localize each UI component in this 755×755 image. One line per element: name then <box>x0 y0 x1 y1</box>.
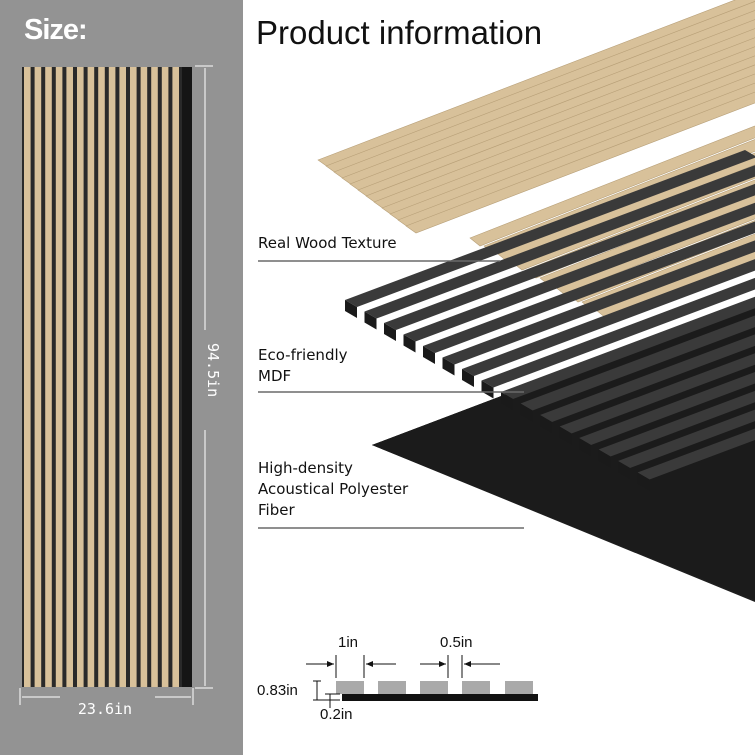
mdf-slat-end <box>345 300 357 318</box>
wood-strip <box>381 64 755 216</box>
front-slat <box>77 67 84 687</box>
front-slat <box>66 67 73 687</box>
panel-front-view <box>22 67 192 687</box>
mdf-layer <box>345 150 755 491</box>
wood-strip <box>317 0 755 168</box>
mdf-slat-top <box>540 334 755 422</box>
base-thickness-label: 0.2in <box>320 706 353 723</box>
mdf-slat-end <box>579 438 591 456</box>
mdf-slat-top <box>423 221 755 353</box>
front-slat <box>130 67 137 687</box>
front-slat <box>151 67 158 687</box>
wood-strip-lower <box>469 125 755 247</box>
front-slat <box>140 67 148 687</box>
mdf-slat-end <box>598 449 611 468</box>
mdf-slat-end <box>384 323 396 341</box>
wood-strip <box>397 82 755 228</box>
front-slat <box>34 67 42 687</box>
polyester-fiber-label: High-density Acoustical Polyester Fiber <box>258 458 408 521</box>
wood-strip <box>357 37 755 198</box>
mdf-slat-end <box>481 380 494 399</box>
mdf-slat-top <box>481 277 755 388</box>
mdf-slat-top <box>403 202 755 342</box>
mdf-slat-end <box>442 357 455 376</box>
cross-section-diagram <box>306 655 538 708</box>
leader-lines <box>258 260 524 529</box>
mdf-slat-top <box>579 372 755 445</box>
slat-width-label: 1in <box>338 634 359 651</box>
wood-strip <box>405 91 755 234</box>
mdf-slat-top <box>462 259 755 376</box>
mdf-slat-top <box>345 150 755 307</box>
mdf-slat-top <box>637 428 755 480</box>
mdf-slat-end <box>540 415 552 433</box>
wood-strip <box>325 1 755 174</box>
front-slat <box>45 67 52 687</box>
front-slat <box>24 67 31 687</box>
wood-strip <box>365 46 755 204</box>
front-slat <box>55 67 63 687</box>
front-slat <box>87 67 95 687</box>
panel-width-label: 23.6in <box>77 700 133 718</box>
eco-friendly-mdf-label: Eco-friendly MDF <box>258 345 348 387</box>
mdf-label-line1: Eco-friendly <box>258 346 348 364</box>
front-slat <box>108 67 116 687</box>
wood-strip <box>341 19 755 186</box>
panel-height-label: 94.5in <box>204 343 222 398</box>
real-wood-texture-text: Real Wood Texture <box>258 234 397 252</box>
mdf-slat-top <box>559 353 755 434</box>
product-information-title: Product information <box>256 14 543 51</box>
gap-width-label: 0.5in <box>440 634 473 651</box>
size-title: Size: <box>24 14 88 46</box>
mdf-slat-top <box>501 296 755 399</box>
front-slat <box>98 67 105 687</box>
dimension-lines <box>19 65 213 705</box>
mdf-slat-end <box>520 403 533 422</box>
fiber-label-line1: High-density <box>258 459 353 477</box>
panel-slats <box>24 67 179 687</box>
mdf-slat-end <box>364 311 377 330</box>
mdf-slat-end <box>618 461 630 479</box>
wood-strip <box>333 10 755 180</box>
mdf-slat-end <box>559 426 572 445</box>
mdf-slat-top <box>442 240 755 365</box>
mdf-slat-end <box>501 392 513 410</box>
total-thickness-label: 0.83in <box>257 682 298 699</box>
mdf-slat-end <box>423 346 435 364</box>
front-slat <box>172 67 179 687</box>
fiber-label-line2: Acoustical Polyester <box>258 480 409 498</box>
mdf-slat-top <box>520 315 755 411</box>
wood-strip <box>373 55 755 210</box>
mdf-slat-end <box>462 369 474 387</box>
wood-strip <box>389 73 755 222</box>
fiber-label-line3: Fiber <box>258 501 295 519</box>
mdf-slat-top <box>384 183 755 330</box>
real-wood-texture-label: Real Wood Texture <box>258 233 397 254</box>
mdf-slat-end <box>637 472 650 491</box>
front-slat <box>161 67 169 687</box>
mdf-slat-end <box>403 334 416 353</box>
wood-strip <box>349 28 755 192</box>
mdf-label-line2: MDF <box>258 367 292 385</box>
mdf-slat-top <box>364 165 755 319</box>
mdf-slat-top <box>618 409 755 468</box>
front-slat <box>119 67 126 687</box>
mdf-slat-top <box>598 390 755 457</box>
